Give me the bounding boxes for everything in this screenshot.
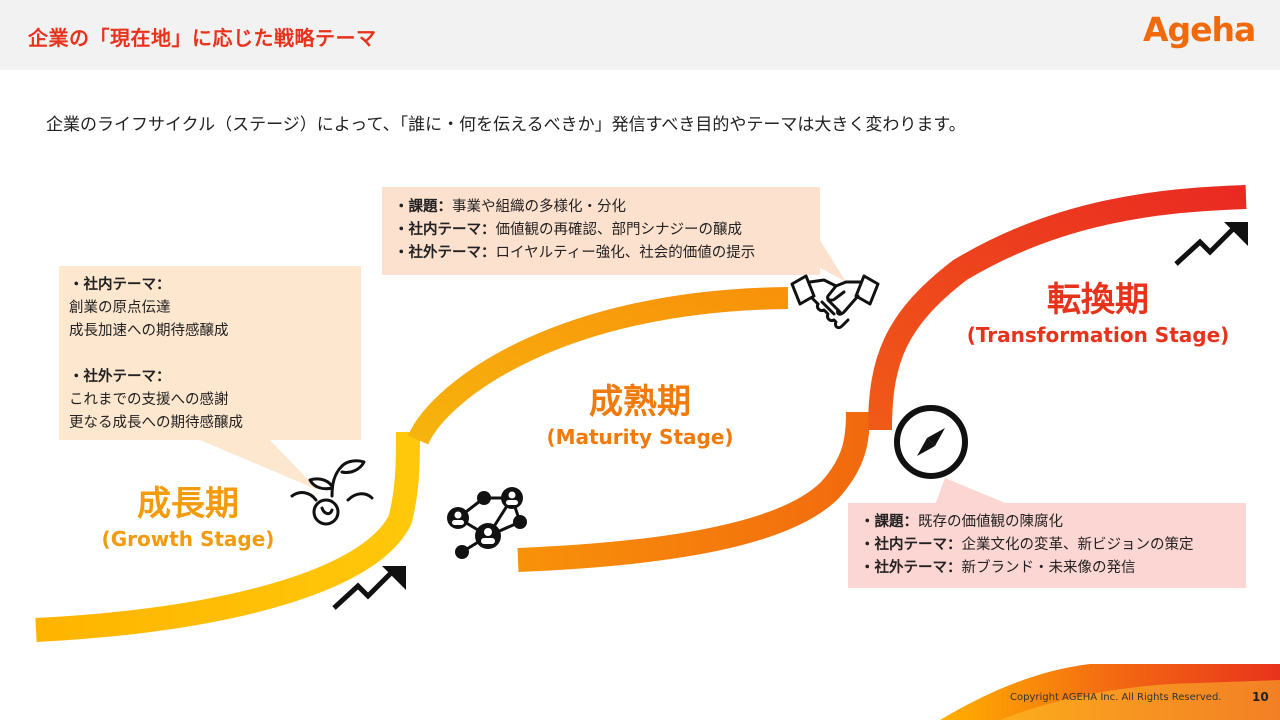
growth-internal-2: 成長加速への期待感醸成 (69, 323, 229, 339)
growth-external-2: 更なる成長への期待感醸成 (69, 415, 243, 431)
footer-swoosh-highlight (1000, 680, 1280, 720)
transformation-external: 新ブランド・未来像の発信 (961, 560, 1136, 576)
subtitle: 企業のライフサイクル（ステージ）によって、「誰に・何を伝えるべきか」発信すべき目… (46, 115, 966, 135)
handshake-icon (790, 274, 880, 330)
transformation-rise-segment (868, 185, 1247, 431)
network-icon (447, 487, 527, 559)
stage-maturity-title: 成熟期 (589, 382, 691, 422)
transformation-internal-label: ・社内テーマ： (860, 537, 962, 553)
trend-up-icon (332, 566, 406, 610)
brand-logo: Ageha (1143, 10, 1256, 49)
growth-internal-label: ・社内テーマ： (69, 277, 171, 293)
maturity-issue: 事業や組織の多様化・分化 (452, 199, 626, 215)
copyright: Copyright AGEHA Inc. All Rights Reserved… (1010, 692, 1222, 703)
maturity-external-label: ・社外テーマ： (394, 245, 496, 261)
growth-curve-segment (35, 431, 420, 642)
transformation-theme-box: ・課題：既存の価値観の陳腐化 ・社内テーマ：企業文化の変革、新ビジョンの策定 ・… (848, 503, 1246, 588)
sprout-icon (290, 459, 374, 526)
maturity-issue-label: ・課題： (394, 199, 452, 215)
growth-internal-1: 創業の原点伝達 (69, 300, 171, 316)
maturity-internal-label: ・社内テーマ： (394, 222, 496, 238)
maturity-decline-segment (517, 411, 870, 572)
growth-external-1: これまでの支援への感謝 (69, 392, 229, 408)
transformation-issue-label: ・課題： (860, 514, 918, 530)
transformation-external-label: ・社外テーマ： (860, 560, 962, 576)
page-number: 10 (1252, 690, 1269, 704)
stage-transformation-title: 転換期 (1047, 280, 1149, 320)
trend-up-icon (1174, 222, 1248, 266)
stage-transformation-subtitle: (Transformation Stage) (966, 323, 1230, 347)
page-title: 企業の「現在地」に応じた戦略テーマ (28, 26, 377, 50)
transformation-issue: 既存の価値観の陳腐化 (918, 514, 1063, 530)
transformation-internal: 企業文化の変革、新ビジョンの策定 (961, 537, 1194, 553)
transformation-callout-pointer (935, 478, 1010, 505)
growth-external-label: ・社外テーマ： (69, 369, 171, 385)
header-bar: 企業の「現在地」に応じた戦略テーマ Ageha (0, 0, 1280, 70)
maturity-internal: 価値観の再確認、部門シナジーの醸成 (495, 222, 743, 238)
compass-icon (894, 405, 968, 479)
growth-callout-pointer (200, 440, 318, 490)
stage-maturity: 成熟期 (Maturity Stage) (540, 382, 740, 450)
stage-growth-subtitle: (Growth Stage) (101, 527, 275, 551)
stage-growth-title: 成長期 (137, 484, 239, 524)
maturity-rise-segment (407, 287, 789, 445)
stage-growth: 成長期 (Growth Stage) (98, 484, 278, 552)
stage-transformation: 転換期 (Transformation Stage) (962, 280, 1234, 348)
maturity-external: ロイヤルティー強化、社会的価値の提示 (495, 245, 756, 261)
growth-theme-box: ・社内テーマ： 創業の原点伝達 成長加速への期待感醸成 ・社外テーマ： これまで… (59, 266, 361, 440)
maturity-theme-box: ・課題：事業や組織の多様化・分化 ・社内テーマ：価値観の再確認、部門シナジーの醸… (382, 187, 820, 275)
stage-maturity-subtitle: (Maturity Stage) (546, 425, 734, 449)
